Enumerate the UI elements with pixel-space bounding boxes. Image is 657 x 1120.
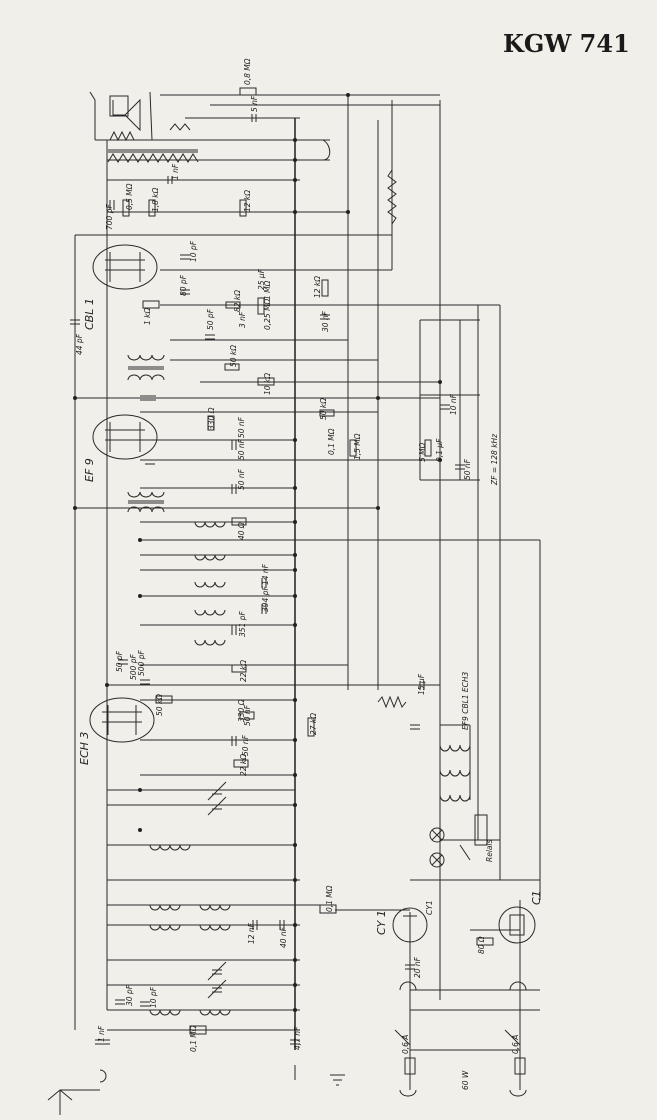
component-label: 4,7 nF (293, 1026, 302, 1050)
component-label: 60 W (461, 1070, 470, 1090)
component-label: 0,5 MΩ (125, 183, 134, 210)
component-label: 80 Ω (477, 936, 486, 954)
component-label: 1,5 MΩ (353, 433, 362, 460)
component-label: 50 nF (237, 438, 246, 460)
component-label: 20 nF (413, 956, 422, 978)
component-label: 0,8 MΩ (243, 58, 252, 85)
tube-cy1: CY 1 CY1 (375, 900, 434, 943)
component-label: 1,8 kΩ (151, 187, 160, 212)
tube-ef9: EF 9 (83, 414, 158, 482)
mains-input (394, 981, 527, 1097)
component-label: 0,6 A (511, 1035, 520, 1054)
component-label: 12 kΩ (243, 190, 252, 212)
tube-label-c1: C1 (530, 890, 543, 905)
component-label: 12 nF (247, 922, 256, 944)
component-label: 1 nF (171, 163, 180, 180)
tube-label-ech3: ECH 3 (78, 732, 91, 765)
loudspeaker (89, 91, 153, 142)
component-label: 80 pF (179, 274, 188, 296)
tube-label-ef9: EF 9 (83, 458, 96, 482)
component-label: 50 nF (237, 416, 246, 438)
component-label: 330 Ω (237, 699, 246, 722)
component-label: 50 nF (243, 704, 252, 726)
if-transformer-2 (127, 491, 165, 513)
component-label: 15 μF (417, 673, 426, 695)
component-label: 30 nF (321, 310, 330, 332)
component-label: 10 kΩ (263, 373, 272, 395)
component-label: 500 pF (129, 654, 138, 680)
component-label: 500 pF (137, 650, 146, 676)
component-label: 44 pF (75, 333, 84, 355)
component-label: 1 kΩ (143, 308, 152, 325)
tube-cbl1: CBL 1 (83, 244, 158, 330)
component-labels: 0,8 MΩ 5 nF 1 nF 700 pF 0,5 MΩ 1,8 kΩ 12 kΩ 10 … (75, 58, 520, 1090)
component-label: 10 pF (189, 240, 198, 262)
resistors (122, 87, 494, 1035)
component-label: 82 kΩ (233, 290, 242, 312)
tube-label-cy1: CY 1 (375, 910, 388, 935)
component-label: 50 nF (241, 734, 250, 756)
component-label: 0,1 MΩ (325, 885, 334, 912)
tube-c1: C1 (498, 890, 543, 944)
component-label: 0,1 μF (435, 438, 444, 462)
filament-chain (429, 744, 488, 868)
page-title: KGW 741 (503, 29, 630, 58)
component-label: 50 kΩ (229, 345, 238, 367)
component-label: 700 pF (105, 204, 114, 230)
main-wiring (74, 94, 541, 1090)
tube-label-cy1-small: CY1 (425, 900, 434, 915)
component-label: ZF = 128 kHz (490, 433, 499, 486)
component-label: 25 μF (257, 268, 266, 290)
component-label: 394 pF (261, 586, 270, 612)
component-label: 14 nF (261, 563, 270, 585)
component-label: 10 nF (449, 393, 458, 415)
capacitors (70, 114, 465, 1045)
component-label: 40 Ω (237, 522, 246, 540)
output-transformer (107, 123, 331, 163)
component-label: 0,25 MΩ (263, 298, 272, 330)
component-label: 0,1 MΩ (327, 428, 336, 455)
tube-ech3: ECH 3 (78, 697, 155, 765)
component-label: 50 pF (115, 650, 124, 672)
component-label: 1 nF (97, 1025, 106, 1042)
component-label: 330 Ω (207, 407, 216, 430)
component-label: 50 kΩ (319, 398, 328, 420)
component-label: 0,6 A (401, 1035, 410, 1054)
component-label: 0,1 MΩ (189, 1025, 198, 1052)
component-label: 30 pF (125, 984, 134, 1006)
component-label: 1 MΩ (263, 280, 272, 300)
component-label: 50 nF (463, 458, 472, 480)
component-label: 22 kΩ (239, 660, 248, 682)
component-label: 3 nF (238, 311, 247, 328)
component-label: Relais (485, 839, 494, 862)
component-label: 27 kΩ (309, 713, 318, 735)
component-label: 50 nF (237, 468, 246, 490)
component-label: 5 nF (250, 95, 259, 112)
component-label: 10 pF (149, 986, 158, 1008)
component-label: EF9 CBL1 ECH3 (461, 671, 470, 730)
component-label: 12 kΩ (313, 276, 322, 298)
component-label: 5 MΩ (418, 442, 427, 462)
component-label: 40 nF (279, 926, 288, 948)
component-label: 50 kΩ (155, 694, 164, 716)
if-transformer-1 (127, 354, 165, 381)
rf-coils (149, 844, 231, 1016)
junction-dots (73, 93, 442, 1012)
tube-label-cbl1: CBL 1 (83, 298, 96, 330)
oscillator-coils (194, 521, 226, 646)
antenna-and-ground (47, 1065, 345, 1115)
component-label: 50 pF (206, 308, 215, 330)
component-label: 351 pF (238, 611, 247, 637)
component-label: 22 kΩ (239, 754, 248, 776)
